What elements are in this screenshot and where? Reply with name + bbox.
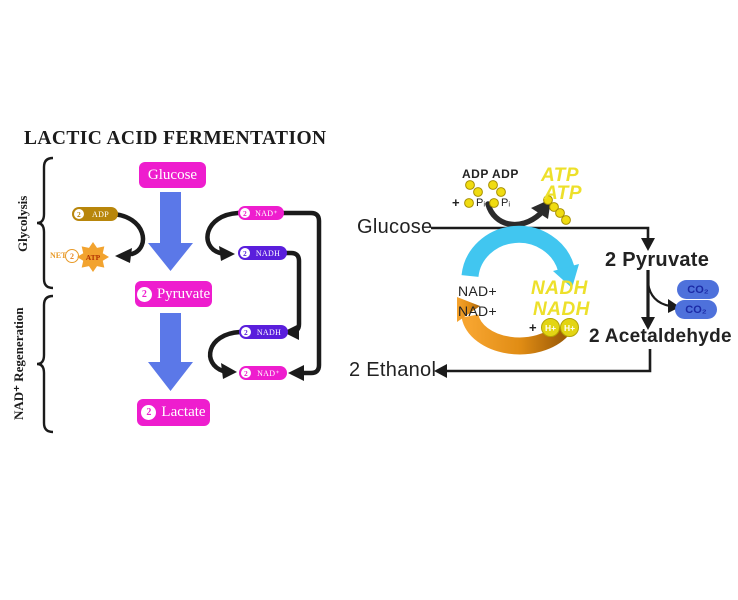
nadh-bottom-badge: 2 NADH	[239, 325, 288, 339]
glucose-node: Glucose	[139, 162, 206, 188]
lactate-node: 2 Lactate	[137, 399, 210, 426]
nad-to-nadh-curve-top	[205, 210, 241, 261]
phosphate-dots	[464, 180, 571, 225]
nadh-bottom-count: 2	[241, 327, 251, 337]
glucose-node-label: Glucose	[147, 166, 198, 183]
pi-plus-sign: +	[452, 195, 460, 210]
adp-badge-label: ADP	[92, 209, 109, 219]
glycolysis-section-label: Glycolysis	[15, 195, 30, 253]
nad-bottom-badge: 2 NAD⁺	[239, 366, 287, 380]
nad-bottom-count: 2	[241, 368, 251, 378]
nadh-bottom-label: NADH	[256, 327, 282, 337]
nad-top-count: 2	[240, 208, 250, 218]
adp-badge: 2 ADP	[72, 207, 118, 221]
atp-label-2: ATP	[544, 183, 583, 204]
pyruvate-label: 2 Pyruvate	[605, 249, 710, 271]
pi-label-1: Pᵢ	[476, 197, 486, 209]
nad-label-1: NAD+	[458, 283, 497, 299]
nadh-to-nad-cycle-arrow	[457, 297, 569, 355]
h-plus-label-2: H+	[563, 322, 576, 333]
nad-to-nadh-cycle-arrow	[461, 225, 579, 288]
adp-to-atp-curve	[109, 211, 146, 263]
h-plus-badge-1: H+	[541, 318, 560, 337]
acetaldehyde-label: 2 Acetaldehyde	[589, 326, 732, 347]
co2-branch-arrowhead	[668, 299, 680, 313]
glucose-to-pyruvate-arrow	[148, 192, 193, 271]
nadh-top-label: NADH	[255, 248, 281, 258]
left-diagram-title: LACTIC ACID FERMENTATION	[24, 128, 327, 149]
ethanol-label: 2 Ethanol	[349, 359, 437, 381]
nadh-top-badge: 2 NADH	[238, 246, 287, 260]
h-plus-label-1: H+	[544, 322, 557, 333]
nadh-label-2: NADH	[533, 299, 590, 320]
atp-star-label: ATP	[85, 252, 101, 262]
co2-badge-2: CO₂	[675, 300, 717, 319]
nad-top-badge: 2 NAD⁺	[238, 206, 284, 220]
atp-label-1: ATP	[541, 165, 580, 186]
adp-badge-count: 2	[74, 209, 84, 219]
co2-badge-1: CO₂	[677, 280, 719, 299]
pyruvate-node-count: 2	[136, 286, 152, 302]
glucose-label: Glucose	[357, 216, 433, 238]
nadh-label-1: NADH	[531, 278, 588, 299]
co2-label-1: CO₂	[687, 283, 709, 296]
h-plus-sign: +	[529, 320, 537, 335]
nadh-top-to-nadh-bottom-line	[278, 250, 302, 340]
atp-star-badge: ATP	[77, 242, 109, 272]
pyruvate-to-lactate-arrow	[148, 313, 193, 391]
nad-bottom-label: NAD⁺	[257, 368, 280, 378]
lactate-node-label: Lactate	[161, 404, 206, 420]
lactate-node-count: 2	[141, 405, 157, 420]
nad-label-2: NAD+	[458, 303, 497, 319]
glycolysis-brace	[36, 156, 54, 290]
pyruvate-node-label: Pyruvate	[156, 285, 211, 302]
acetaldehyde-to-ethanol-line	[434, 349, 652, 378]
nad-regeneration-brace	[36, 294, 54, 434]
net-atp-count: 2	[65, 249, 79, 263]
nadh-to-nad-curve-bottom	[207, 329, 243, 379]
h-plus-badge-2: H+	[560, 318, 579, 337]
adp-pair-label: ADP ADP	[462, 167, 519, 181]
pi-label-2: Pᵢ	[501, 197, 511, 209]
nad-top-label: NAD⁺	[255, 208, 278, 218]
nadh-top-count: 2	[240, 248, 250, 258]
nad-regeneration-section-label: NAD⁺ Regeneration	[11, 307, 26, 421]
pyruvate-to-acetaldehyde-line	[641, 270, 680, 330]
co2-label-2: CO₂	[685, 303, 707, 316]
net-atp-prefix: NET	[50, 251, 67, 260]
nad-top-to-nad-bottom-line	[275, 210, 322, 381]
pyruvate-node: 2 Pyruvate	[135, 281, 212, 307]
